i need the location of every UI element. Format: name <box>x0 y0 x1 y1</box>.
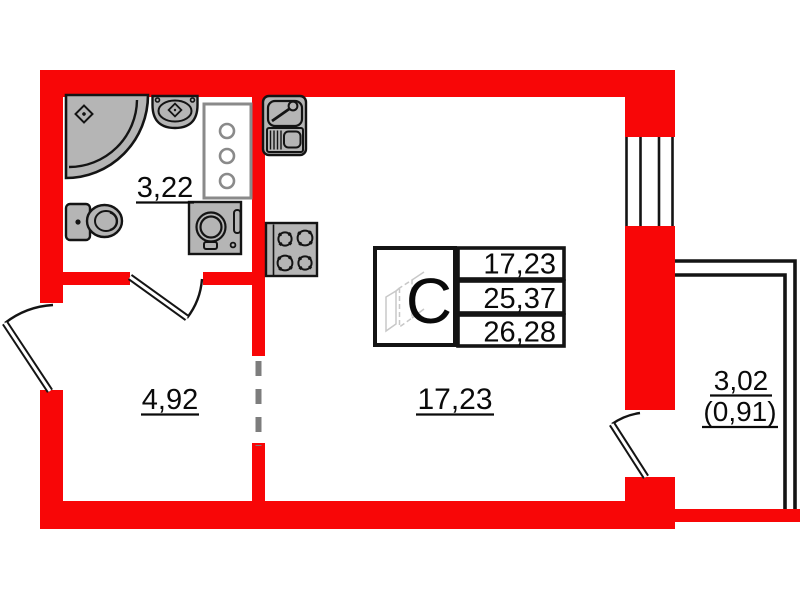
entrance-door <box>2 303 54 393</box>
wall-right-top <box>625 70 675 137</box>
wall-bathroom-bottom-left <box>63 272 130 285</box>
wall-top <box>40 70 675 97</box>
toilet-icon <box>64 202 124 242</box>
stamp-value-2: 25,37 <box>483 283 556 315</box>
balcony-rail-inner <box>675 273 787 509</box>
stamp-type-letter: С <box>406 265 452 337</box>
burner <box>275 253 295 273</box>
stamp-sketch-icon <box>385 271 425 333</box>
hallway-area-label: 4,92 <box>142 384 198 416</box>
balcony-door <box>609 411 649 479</box>
room-labels: 3,22 4,92 17,23 3,02 (0,91) <box>136 172 778 429</box>
wall-partition-stub <box>252 443 265 501</box>
unit-stamp: С 17,23 25,37 26,28 <box>373 246 566 349</box>
wall-bathroom-divider <box>252 97 265 356</box>
window-right-wall <box>625 137 674 226</box>
washing-machine-icon <box>187 200 243 256</box>
balcony-area-label: 3,02 <box>714 365 769 396</box>
corner-shower-icon <box>64 93 150 180</box>
wall-left-lower <box>40 390 63 529</box>
stove-icon <box>264 221 319 278</box>
washbasin-icon <box>151 94 199 130</box>
bathroom-area-label: 3,22 <box>137 172 193 204</box>
wall-bottom <box>40 501 675 529</box>
wall-right-middle <box>625 226 675 410</box>
stamp-value-3: 26,28 <box>483 317 556 349</box>
stamp-value-1: 17,23 <box>483 249 556 281</box>
balcony-coeff-label: (0,91) <box>703 396 776 427</box>
stamp-row-box <box>456 279 566 315</box>
bathroom-door <box>127 274 204 321</box>
room-area-label: 17,23 <box>417 383 492 416</box>
wall-left-upper <box>40 70 63 303</box>
wall-balcony-bottom <box>675 509 800 522</box>
wall-right-bottom-stub <box>625 477 675 529</box>
burner <box>276 230 294 248</box>
wall-bathroom-bottom-right <box>203 272 265 285</box>
burner <box>295 228 315 248</box>
kitchen-sink-icon <box>261 94 308 157</box>
balcony-rail-outer <box>675 259 797 509</box>
stamp-row-box <box>456 246 566 281</box>
balcony-railing <box>675 259 797 509</box>
walls <box>40 70 800 529</box>
stamp-row-box <box>456 313 566 348</box>
burner <box>296 254 314 272</box>
utility-cabinet-icon <box>202 102 253 200</box>
